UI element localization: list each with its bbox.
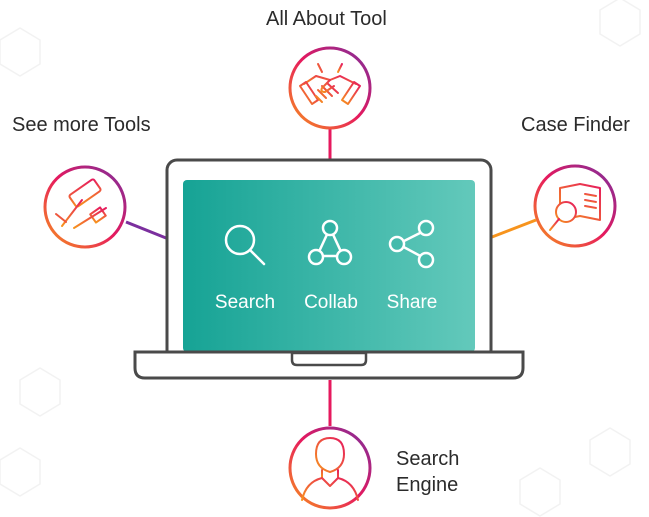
node-bottom[interactable] <box>288 426 372 510</box>
magnifier-book-icon <box>549 183 601 231</box>
label-search-engine-line2: Engine <box>396 474 459 496</box>
label-search-engine: Search Engine <box>396 446 459 498</box>
share-icon[interactable] <box>388 219 435 269</box>
node-left[interactable] <box>43 165 127 249</box>
label-all-about-tool: All About Tool <box>266 8 387 30</box>
search-icon[interactable] <box>224 224 266 266</box>
app-label-collab[interactable]: Collab <box>304 292 358 313</box>
app-label-search[interactable]: Search <box>214 292 276 313</box>
connector-left <box>125 220 167 240</box>
user-avatar-icon <box>301 437 359 501</box>
node-right[interactable] <box>533 164 617 248</box>
laptop-notch <box>290 351 368 367</box>
collab-network-icon[interactable] <box>307 219 353 266</box>
laptop-screen <box>183 180 475 352</box>
label-case-finder: Case Finder <box>521 114 630 136</box>
connector-right <box>491 218 537 239</box>
label-search-engine-line1: Search <box>396 448 460 470</box>
node-top[interactable] <box>288 46 372 130</box>
app-label-share[interactable]: Share <box>386 292 438 313</box>
gavel-icon <box>55 178 107 229</box>
laptop <box>133 158 525 380</box>
label-see-more-tools: See more Tools <box>12 114 151 136</box>
handshake-icon <box>299 59 361 105</box>
